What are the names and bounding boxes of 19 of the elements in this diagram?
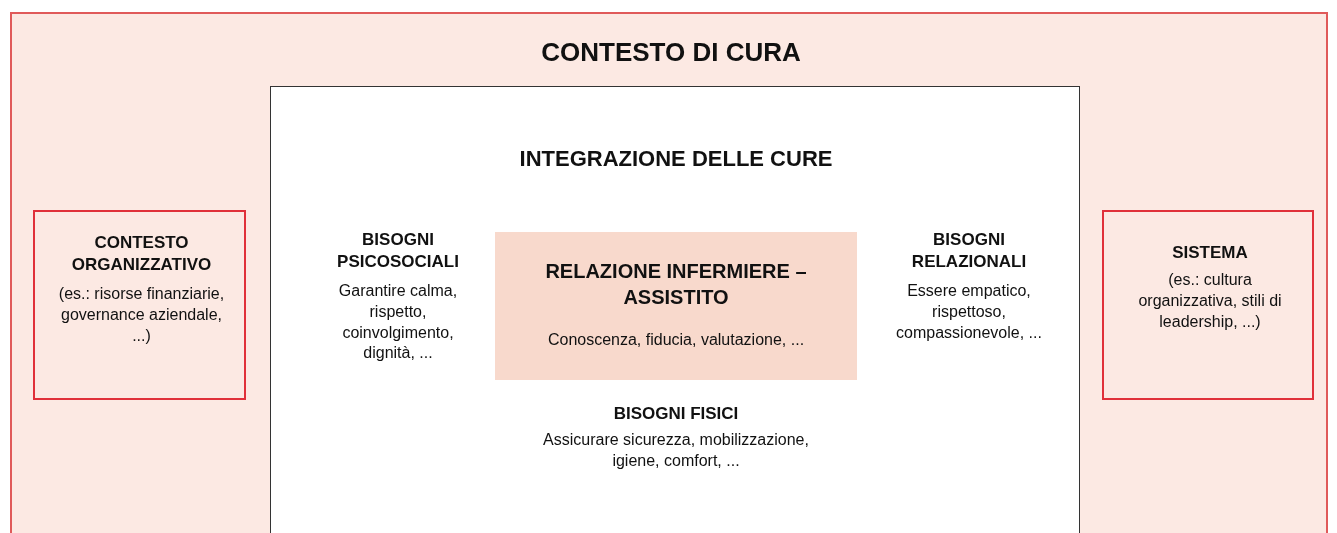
box-description: (es.: risorse finanziarie, governance aziendale, ...): [57, 284, 226, 346]
section-description: Garantire calma, rispetto, coinvolgimento, dignità, ...: [337, 281, 459, 364]
box-heading: CONTESTO ORGANIZZATIVO: [70, 232, 213, 277]
box-description: (es.: cultura organizzativa, stili di leadership, ...): [1137, 270, 1283, 332]
info-box: [33, 210, 246, 400]
box-heading: INTEGRAZIONE DELLE CURE: [518, 145, 834, 173]
section-heading: BISOGNI PSICOSOCIALI: [336, 229, 460, 274]
relation-box: [495, 232, 857, 380]
panel-title: CONTESTO DI CURA: [540, 36, 802, 69]
integration-box: [270, 86, 1080, 533]
info-box: [1102, 210, 1314, 400]
section-description: Essere empatico, rispettoso, compassionevole, ...: [895, 281, 1043, 343]
section-heading: BISOGNI RELAZIONALI: [910, 229, 1028, 274]
box-heading: RELAZIONE INFERMIERE – ASSISTITO: [544, 259, 808, 310]
context-panel: [10, 12, 1328, 533]
section-description: Assicurare sicurezza, mobilizzazione, igiene, comfort, ...: [542, 430, 810, 471]
box-heading: SISTEMA: [1171, 242, 1249, 264]
box-description: Conoscenza, fiducia, valutazione, ...: [546, 330, 806, 350]
section-heading: BISOGNI FISICI: [612, 403, 740, 425]
